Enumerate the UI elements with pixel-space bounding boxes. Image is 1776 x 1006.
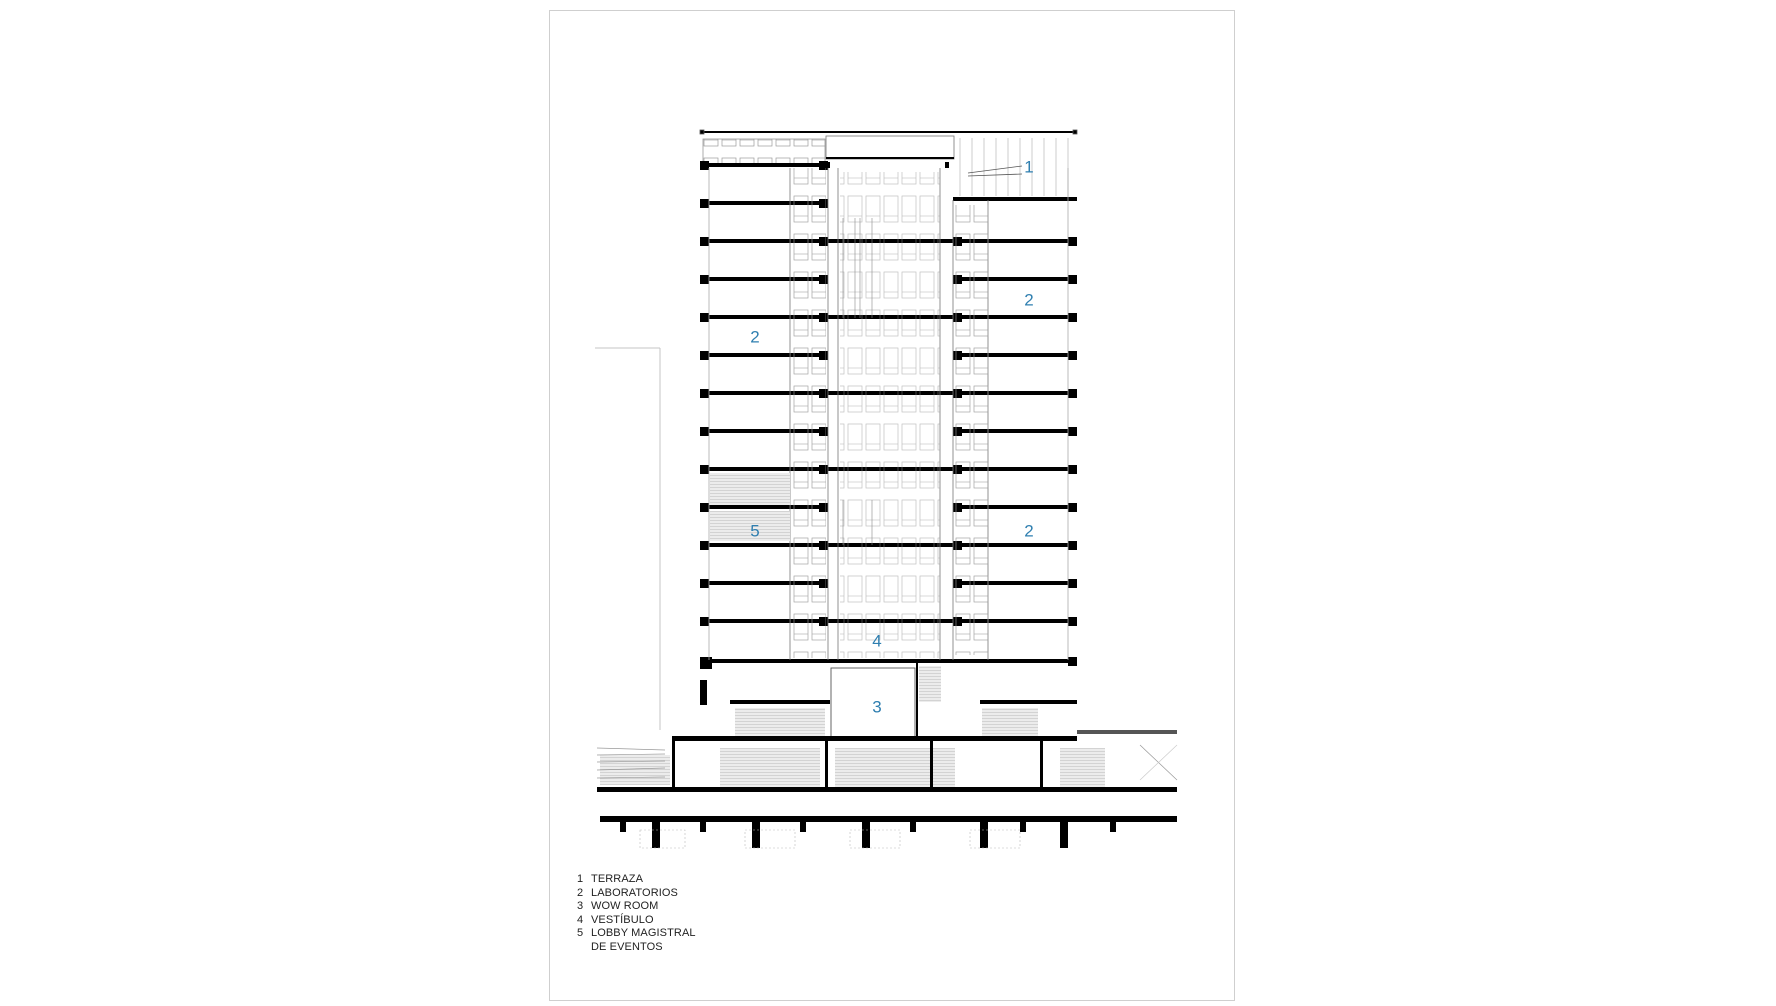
- section-label-vestibulo: 4: [872, 631, 882, 651]
- section-label-laboratorios: 2: [750, 327, 760, 347]
- stair-core: [842, 218, 873, 545]
- legend-item: 4 VESTÍBULO: [577, 914, 696, 928]
- legend-item: 1 TERRAZA: [577, 873, 696, 887]
- street-lines: [596, 744, 1178, 781]
- legend-item: 3 WOW ROOM: [577, 900, 696, 914]
- legend-number: 3: [577, 900, 584, 912]
- legend-text: VESTÍBULO: [591, 913, 654, 926]
- section-label-terraza: 1: [1024, 157, 1034, 177]
- neighbor-building-outline: [595, 347, 661, 730]
- section-label-laboratorios: 2: [1024, 521, 1034, 541]
- podium-ground-floor: [597, 730, 1177, 848]
- legend-continuation: DE EVENTOS: [591, 940, 663, 953]
- roof-terrace: [699, 129, 1078, 196]
- legend-text: TERRAZA: [591, 873, 644, 885]
- legend-number: 2: [577, 886, 584, 899]
- section-label-wow-room: 3: [872, 697, 882, 717]
- legend-item: 5 LOBBY MAGISTRAL: [577, 927, 696, 941]
- section-label-lobby-magistral: 5: [750, 521, 760, 541]
- legend-text: LOBBY MAGISTRAL: [591, 927, 696, 939]
- legend-item: 2 LABORATORIOS: [577, 887, 696, 901]
- legend-text: LABORATORIOS: [591, 886, 678, 899]
- legend-number: 1: [577, 873, 584, 885]
- legend-number: 5: [577, 927, 584, 939]
- legend: 1 TERRAZA 2 LABORATORIOS 3 WOW ROOM 4 VE…: [577, 873, 696, 954]
- foundation-dashed: [639, 829, 1021, 849]
- legend-text: WOW ROOM: [591, 900, 659, 912]
- hatched-areas: [600, 473, 1105, 788]
- window-bands: [790, 168, 989, 658]
- legend-number: 4: [577, 913, 584, 926]
- section-label-laboratorios: 2: [1024, 290, 1034, 310]
